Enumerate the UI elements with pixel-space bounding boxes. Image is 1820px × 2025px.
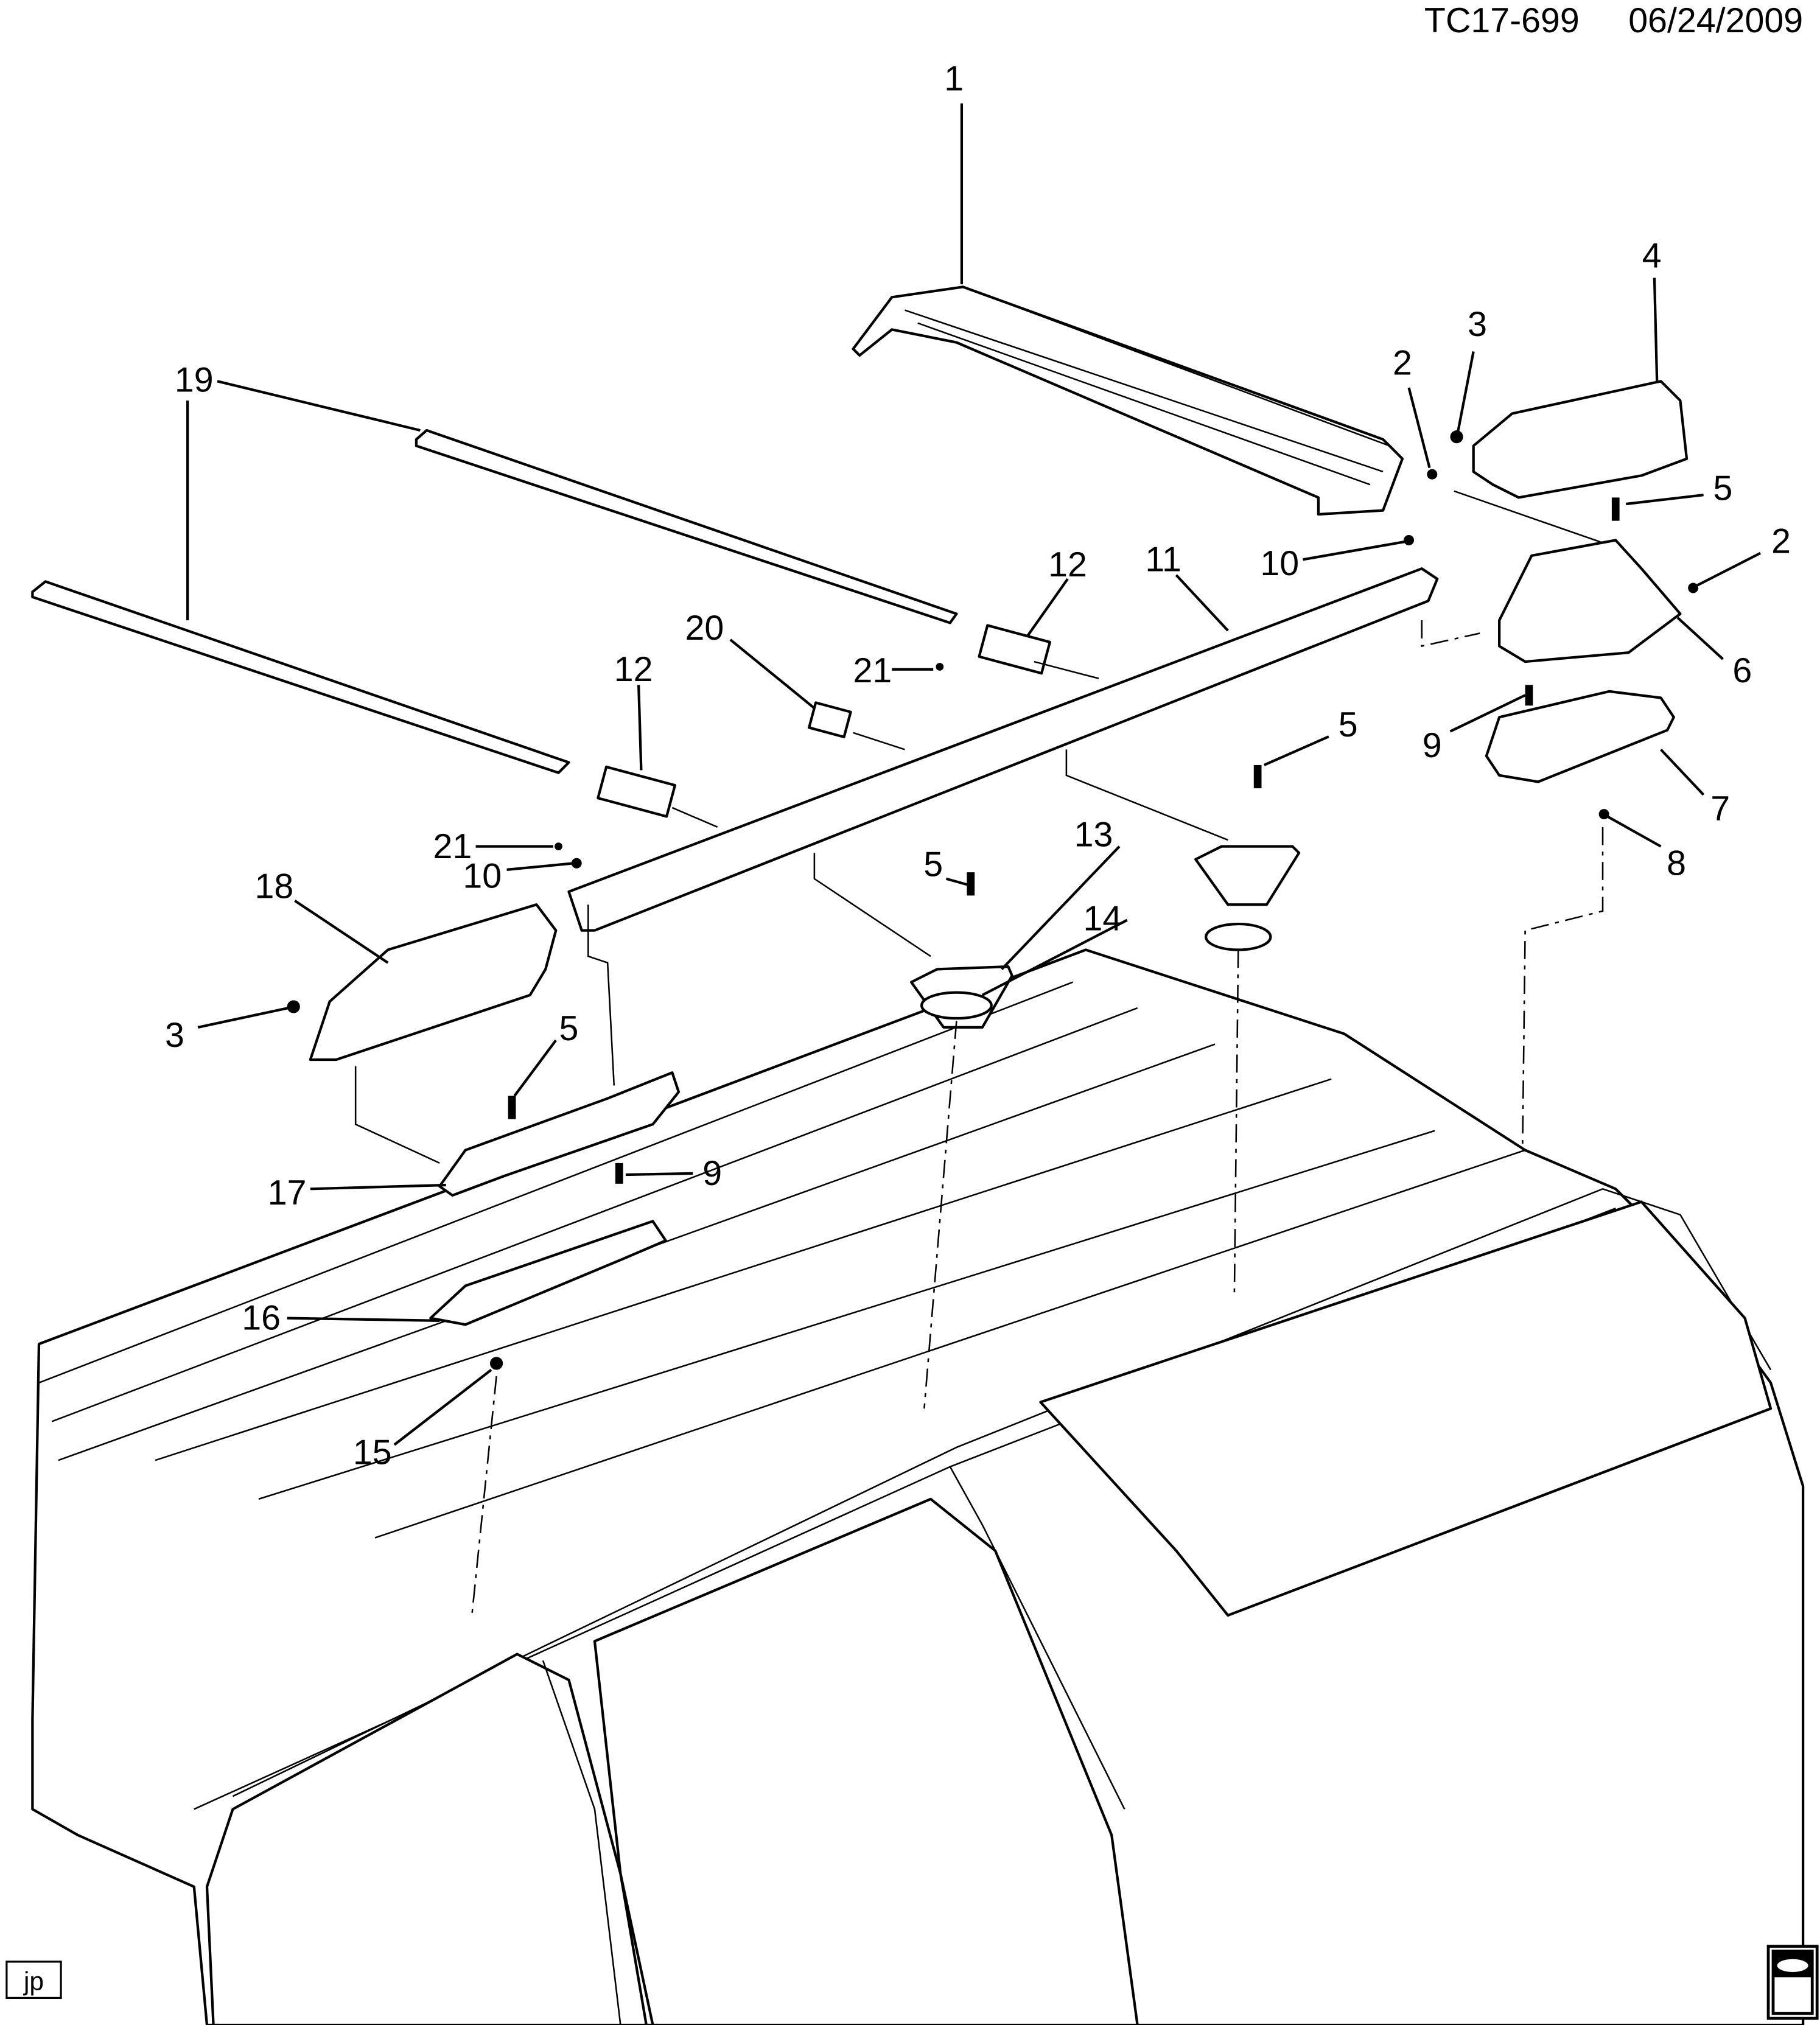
callout-11: 11	[1145, 540, 1181, 579]
callout-3a: 3	[1468, 305, 1487, 344]
part-17-bracket	[438, 1071, 681, 1197]
part-19-molding-upper	[415, 428, 958, 624]
callout-15: 15	[353, 1433, 392, 1472]
callout-4: 4	[1642, 236, 1662, 275]
vehicle-roof	[31, 948, 1805, 2025]
part-11-side-rail	[567, 567, 1439, 932]
callout-14: 14	[1083, 900, 1122, 939]
callout-6: 6	[1732, 651, 1752, 690]
part-1-crossbar	[852, 285, 1404, 516]
callout-17: 17	[268, 1173, 307, 1212]
part-18-end-cap	[309, 903, 558, 1061]
callout-2a: 2	[1393, 344, 1412, 383]
part-13-support-front	[1194, 845, 1301, 906]
part-4-end-cap	[1472, 380, 1689, 499]
alignment-lines	[354, 490, 1604, 1616]
callout-1: 1	[944, 60, 964, 99]
callout-8: 8	[1667, 844, 1686, 883]
part-14-gasket-front	[1205, 922, 1272, 951]
part-7-pad	[1485, 690, 1675, 783]
callout-5b: 5	[1339, 705, 1358, 744]
callout-12a: 12	[1048, 545, 1087, 584]
callout-18: 18	[255, 867, 294, 906]
callout-10b: 10	[463, 857, 502, 896]
callout-3b: 3	[165, 1016, 184, 1055]
callout-9a: 9	[1423, 726, 1442, 765]
callouts: 1 2 2 3 3 4 5 5 5 5 6 7 8 9 9 10 10 11 1…	[165, 60, 1791, 1472]
diagram-id: TC17-699	[1424, 1, 1580, 40]
callout-10a: 10	[1260, 544, 1299, 583]
fasteners	[287, 430, 1699, 1370]
callout-21a: 21	[853, 651, 892, 690]
part-14-gasket-rear	[920, 991, 993, 1020]
part-16-pad	[429, 1220, 667, 1326]
callout-12b: 12	[614, 650, 653, 689]
callout-5a: 5	[1713, 469, 1733, 508]
callout-16: 16	[242, 1299, 281, 1338]
gm-spo-logo	[1766, 1945, 1819, 2020]
svg-text:jp: jp	[23, 1967, 44, 1996]
callout-5d: 5	[559, 1009, 579, 1048]
part-12-clip-lower	[597, 765, 677, 818]
callout-13: 13	[1074, 816, 1113, 855]
callout-19: 19	[175, 360, 214, 399]
callout-5c: 5	[923, 845, 943, 884]
callout-21b: 21	[433, 827, 472, 866]
callout-2b: 2	[1771, 522, 1791, 561]
leader-lines	[186, 103, 1762, 1446]
callout-9b: 9	[702, 1154, 722, 1193]
part-6-bracket	[1498, 539, 1682, 663]
diagram-date: 06/24/2009	[1628, 1, 1803, 40]
part-12-clip-upper	[978, 624, 1051, 675]
part-20-clip	[808, 701, 852, 738]
callout-20: 20	[685, 609, 724, 648]
part-19-molding-lower	[31, 580, 570, 774]
callout-7: 7	[1710, 789, 1730, 828]
artist-initials-box: jp	[5, 1960, 62, 1999]
